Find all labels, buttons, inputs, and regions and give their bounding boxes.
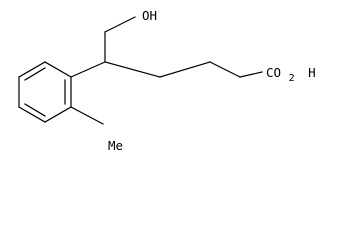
ch2-to-carboxyl-bond [239, 71, 263, 78]
methyl-label: Me [108, 138, 123, 153]
ring-bond-4 [18, 106, 46, 123]
ch2-to-ch2b-bond [209, 61, 241, 78]
side-chain [70, 16, 263, 125]
ring-to-methyl-bond [70, 106, 104, 125]
chemical-structure: OH CO 2 H Me [18, 8, 316, 153]
carboxyl-subscript-text: 2 [289, 73, 295, 84]
ch-to-ch2-bond [104, 61, 161, 78]
ring-inner-double-bond-2 [24, 103, 46, 117]
hydroxyl-label: OH [142, 8, 157, 23]
ch2-to-oh-bond [104, 16, 136, 33]
carboxyl-main-text: CO [266, 65, 281, 80]
ring-bond-5 [44, 106, 72, 123]
benzene-ring [18, 61, 72, 123]
ring-inner-double-bond-1 [24, 67, 46, 81]
carboxyl-label: CO 2 H [266, 65, 316, 84]
ch2-to-ch2-bond [159, 61, 211, 78]
ring-to-ch-bond [70, 61, 106, 78]
ring-bond-2 [18, 61, 46, 78]
ring-bond-1 [44, 61, 72, 78]
carboxyl-tail-text: H [308, 65, 316, 80]
